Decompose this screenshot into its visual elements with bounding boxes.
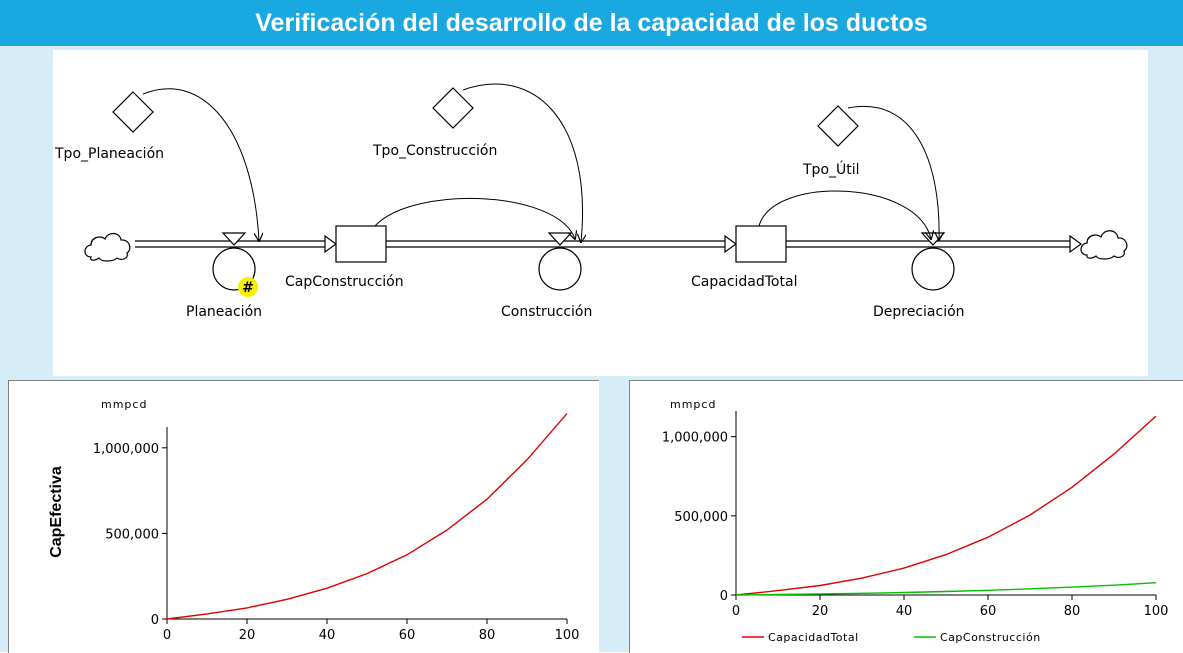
- units-label: mmpcd: [670, 398, 716, 411]
- flow-circle-depreciacion[interactable]: [911, 247, 955, 291]
- y-tick-label: 1,000,000: [93, 442, 159, 457]
- series-line-capacidadtotal: [735, 415, 1157, 596]
- connector-capconstruccion: [374, 197, 575, 239]
- equation-marker-badge[interactable]: [238, 277, 258, 297]
- series-line-capefectiva: [166, 413, 568, 620]
- valve-planeacion-icon: [221, 232, 247, 246]
- x-tick-label: 80: [1064, 604, 1081, 619]
- flow-label-construccion: Construcción: [501, 304, 592, 320]
- diagram-area: # Tpo_Planeación Tpo_Construcción Tpo_Út…: [0, 46, 1183, 376]
- flow-pipe-construccion: [386, 234, 738, 254]
- y-tick-label: 500,000: [105, 527, 159, 542]
- stock-label-capacidadtotal: CapacidadTotal: [691, 274, 797, 290]
- y-tick-label: 1,000,000: [662, 431, 728, 446]
- source-cloud-icon: [84, 232, 131, 262]
- x-tick-label: 40: [896, 604, 913, 619]
- valve-depreciacion-icon: [920, 232, 946, 246]
- units-label: mmpcd: [101, 398, 147, 411]
- diagram-svg: # Tpo_Planeación Tpo_Construcción Tpo_Út…: [54, 83, 1128, 320]
- constant-tpo-construccion[interactable]: [432, 87, 474, 129]
- stock-label-capconstruccion: CapConstrucción: [285, 274, 404, 290]
- sink-cloud-icon: [1080, 230, 1128, 260]
- series-line-capconstrucción: [735, 582, 1157, 596]
- x-tick-label: 100: [1144, 604, 1169, 619]
- flow-circle-construccion[interactable]: [538, 247, 582, 291]
- flow-label-planeacion: Planeación: [186, 304, 262, 320]
- legend-label-capacidadtotal: CapacidadTotal: [768, 631, 859, 644]
- constant-label-tpo-construccion: Tpo_Construcción: [372, 143, 497, 159]
- flow-pipe-depreciacion: [786, 234, 1083, 254]
- constant-tpo-planeacion[interactable]: [112, 91, 154, 133]
- x-tick-label: 60: [980, 604, 997, 619]
- x-tick-label: 0: [163, 628, 171, 643]
- constant-label-tpo-planeacion: Tpo_Planeación: [54, 146, 164, 162]
- flow-label-depreciacion: Depreciación: [873, 304, 965, 320]
- connector-capacidadtotal: [758, 190, 931, 239]
- stock-capconstruccion[interactable]: [335, 225, 387, 263]
- constant-tpo-util[interactable]: [817, 105, 859, 147]
- x-tick-label: 60: [399, 628, 416, 643]
- valve-construccion-icon: [547, 232, 573, 246]
- page-title: Verificación del desarrollo de la capaci…: [0, 0, 1183, 46]
- y-axis-title: CapEfectiva: [48, 466, 65, 558]
- x-tick-label: 20: [239, 628, 256, 643]
- connector-tpo-util: [847, 105, 939, 240]
- constant-label-tpo-util: Tpo_Útil: [802, 160, 860, 178]
- x-tick-label: 100: [555, 628, 580, 643]
- connector-tpo-planeacion: [142, 88, 259, 241]
- x-tick-label: 80: [479, 628, 496, 643]
- stock-capacidadtotal[interactable]: [735, 225, 787, 263]
- x-tick-label: 20: [812, 604, 829, 619]
- y-tick-label: 0: [151, 613, 159, 628]
- y-tick-label: 500,000: [674, 510, 728, 525]
- chart-capacidad: 0 500,000 1,000,000 0 20 40 60 80 100 mmpcdCapaci…: [662, 398, 1169, 644]
- connector-tpo-construccion: [462, 83, 583, 242]
- y-tick-label: 0: [720, 589, 728, 604]
- x-tick-label: 40: [319, 628, 336, 643]
- equation-marker-text: #: [242, 280, 254, 296]
- chart-capefectiva: 0 500,000 1,000,000 0 20 40 60 80 100 mmpcdCapEfe…: [48, 398, 580, 643]
- stock-flow-diagram: # Tpo_Planeación Tpo_Construcción Tpo_Út…: [53, 50, 1148, 376]
- legend-label-capconstrucción: CapConstrucción: [940, 631, 1041, 644]
- x-tick-label: 0: [732, 604, 740, 619]
